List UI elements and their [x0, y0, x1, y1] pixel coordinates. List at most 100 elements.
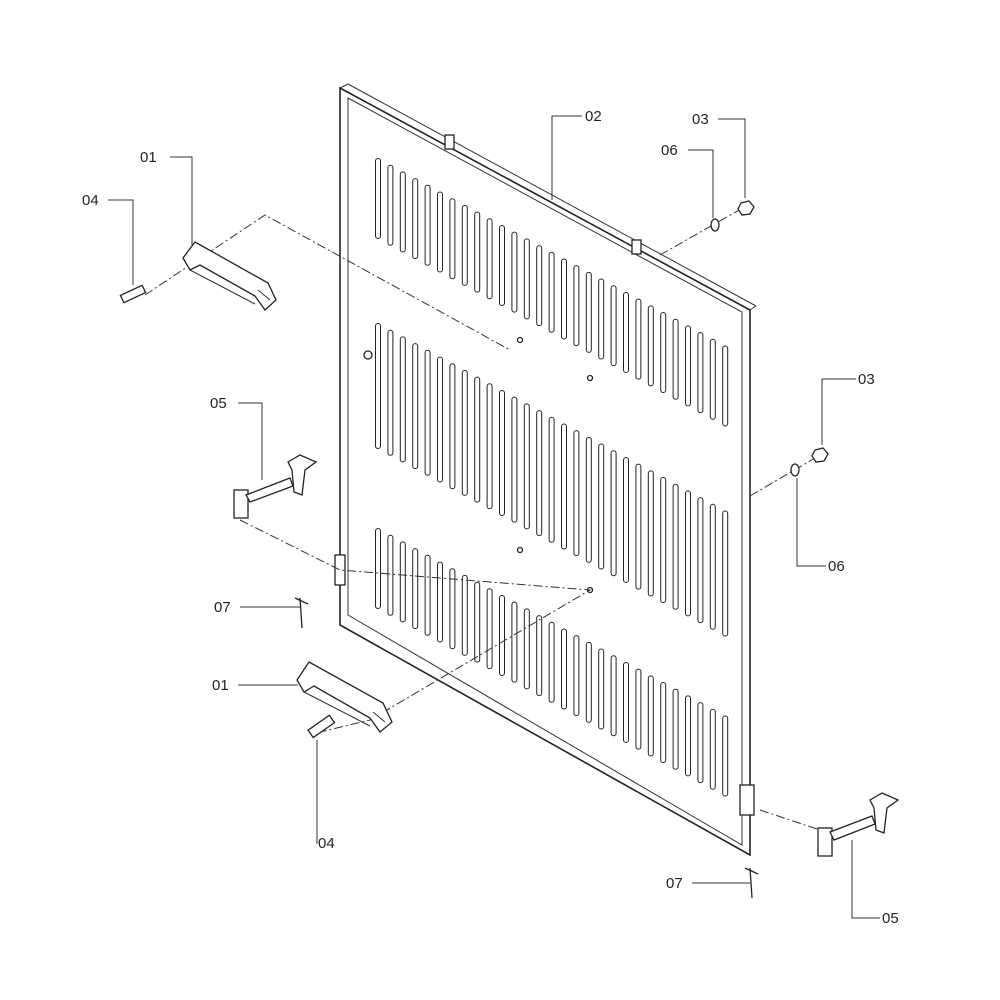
vent-slot [635, 463, 642, 590]
vent-slot [709, 708, 716, 790]
vent-slot [424, 554, 431, 636]
vent-slot [486, 218, 493, 300]
vent-slot [449, 198, 456, 280]
bolt-upper [119, 284, 147, 304]
vent-slot [387, 534, 394, 616]
vent-slot [437, 191, 443, 273]
nut-washer-right [790, 447, 829, 477]
vent-slot [598, 648, 605, 730]
vent-slot [523, 238, 530, 320]
vent-slot [424, 184, 431, 266]
handle-upper [182, 241, 277, 311]
vent-slot [722, 510, 729, 637]
vent-slot [536, 245, 543, 327]
vent-slot [635, 668, 642, 750]
vent-slot [548, 251, 555, 333]
vent-slot [511, 231, 518, 313]
vent-slot [548, 416, 555, 543]
vent-slot [722, 715, 729, 797]
vent-slot [523, 403, 530, 530]
vent-slot [536, 615, 543, 697]
vent-slot [672, 318, 679, 400]
vent-slot [461, 574, 468, 656]
vent-slot [660, 312, 667, 394]
vent-slot [412, 548, 419, 630]
callout-leaders [108, 115, 880, 919]
vent-slot [461, 204, 468, 286]
vent-slot [610, 450, 617, 577]
vent-slot [375, 323, 381, 450]
vent-slot [610, 655, 617, 737]
callout-02: 02 [585, 108, 602, 125]
vent-slot [499, 594, 505, 676]
vent-slot [722, 345, 729, 427]
callout-07: 07 [666, 875, 683, 892]
vent-slot [635, 298, 642, 380]
handle-lower [296, 661, 393, 733]
callout-04: 04 [318, 835, 335, 852]
vent-slot [672, 483, 679, 610]
callout-05: 05 [882, 910, 899, 927]
callout-07: 07 [214, 599, 231, 616]
vent-slot [561, 258, 567, 340]
pin-right [744, 867, 759, 899]
vent-slot [461, 369, 468, 496]
vent-slot [474, 211, 481, 293]
vent-slot [573, 430, 580, 557]
callout-04: 04 [82, 192, 99, 209]
vent-slot [399, 336, 406, 463]
latch-right [817, 792, 900, 857]
vent-slot [561, 423, 567, 550]
bolt-lower [307, 714, 336, 739]
vent-slot [672, 688, 679, 770]
callout-labels: 01 04 02 03 06 03 05 06 07 01 04 07 05 [82, 108, 899, 927]
vent-slot [709, 338, 716, 420]
vent-slot [499, 224, 505, 306]
vent-slot [486, 588, 493, 670]
nut-washer-upper [710, 200, 755, 232]
vent-slot [685, 490, 691, 617]
vent-slot [647, 470, 654, 597]
vent-slot [697, 497, 704, 624]
vent-slot [660, 682, 667, 764]
vent-slot [387, 164, 394, 246]
vent-slot [573, 635, 580, 717]
vent-slot [573, 265, 580, 347]
vent-slots [375, 158, 729, 797]
callout-01: 01 [212, 677, 229, 694]
vented-panel [334, 83, 757, 857]
vent-slot [647, 305, 654, 387]
latch-left [233, 454, 318, 519]
callout-06: 06 [661, 142, 678, 159]
vent-slot [660, 477, 667, 604]
vent-slot [474, 581, 481, 663]
vent-slot [474, 376, 481, 503]
vent-slot [697, 702, 704, 784]
vent-slot [412, 343, 419, 470]
vent-slot [623, 291, 629, 373]
vent-slot [437, 561, 443, 643]
vent-slot [449, 363, 456, 490]
vent-slot [399, 541, 406, 623]
vent-slot [499, 389, 505, 516]
vent-slot [511, 396, 518, 523]
vent-slot [399, 171, 406, 253]
vent-slot [685, 695, 691, 777]
vent-slot [536, 410, 543, 537]
vent-slot [561, 628, 567, 710]
vent-slot [623, 661, 629, 743]
vent-slot [709, 503, 716, 630]
vent-slot [375, 158, 381, 240]
callout-03: 03 [858, 371, 875, 388]
vent-slot [449, 568, 456, 650]
vent-slot [585, 271, 592, 353]
callout-06: 06 [828, 558, 845, 575]
vent-slot [585, 436, 592, 563]
vent-slot [375, 528, 381, 610]
callout-05: 05 [210, 395, 227, 412]
vent-slot [623, 456, 629, 583]
pin-left [294, 597, 309, 629]
vent-slot [685, 325, 691, 407]
